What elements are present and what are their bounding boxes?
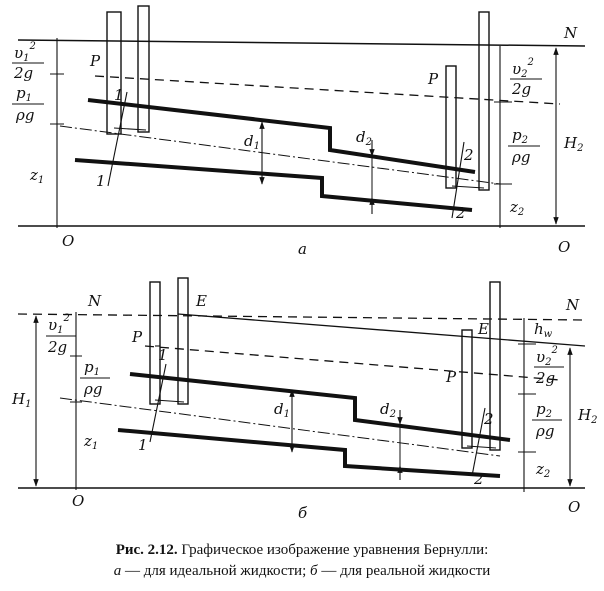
section-label: 2 (463, 146, 474, 164)
tube-label: P (427, 70, 439, 88)
origin-label: O (568, 498, 580, 516)
section-label: 1 (96, 172, 106, 190)
H2-label: H2 (563, 134, 583, 154)
left-tube-outer-bottom (149, 281, 161, 405)
d2-label: d2 (356, 128, 372, 148)
p1-label: p1 (84, 358, 100, 378)
p2-label: p2 (536, 400, 552, 420)
v1-squared-label: υ12 (48, 313, 70, 336)
caption-title: Графическое изображение уравнения Бернул… (177, 542, 489, 558)
right-tube-outer-bottom (461, 329, 473, 449)
right-tube-inner-bottom (489, 281, 501, 451)
energy-label: E (195, 292, 207, 310)
energy-label: E (477, 320, 489, 338)
pipe-upper-wall-top (87, 98, 476, 174)
plane-label: N (87, 292, 102, 310)
v2-squared-label: υ22 (512, 57, 534, 80)
v1-den: 2g (13, 64, 33, 82)
caption-line-1: Рис. 2.12. Графическое изображение уравн… (0, 540, 604, 561)
z1-label: z1 (29, 166, 44, 186)
caption-b-text: — для реальной жидкости (317, 563, 491, 579)
plane-label: N (563, 24, 578, 42)
panel-top-labels: N P P 1 1 2 2 O O а d1 d2 υ12 2g p1 ρg z… (12, 24, 583, 258)
tube-label: P (445, 368, 457, 386)
section-label: 1 (138, 436, 148, 454)
pipe-upper-wall-bottom (129, 372, 511, 442)
figure-caption: Рис. 2.12. Графическое изображение уравн… (0, 540, 604, 582)
section-label: 1 (114, 86, 124, 104)
left-tube-outer-top (106, 11, 122, 135)
section-2-line-top (451, 141, 465, 219)
tube-label: P (89, 52, 101, 70)
panel-label: а (298, 240, 307, 258)
origin-label: O (72, 492, 84, 510)
section-label: 1 (158, 346, 168, 364)
panel-label: б (298, 504, 308, 522)
plane-label: N (565, 296, 580, 314)
section-2-line-bottom (471, 407, 486, 477)
right-tube-inner-top (478, 11, 490, 191)
piezometric-line-bottom (144, 345, 561, 381)
p2-label: p2 (512, 126, 528, 146)
panel-bottom-labels: N N E E P P 1 1 2 2 O O б d1 d2 H1 υ12 2… (11, 292, 597, 522)
caption-a-text: — для идеальной жидкости; (121, 563, 311, 579)
H1-label: H1 (11, 390, 31, 410)
H2-label: H2 (577, 406, 597, 426)
pipe-axis-top (59, 125, 501, 185)
hw-label: hw (534, 320, 553, 340)
p1-den: ρg (15, 106, 34, 124)
caption-b-label: б (310, 563, 318, 579)
caption-a-label: а (113, 563, 122, 579)
caption-line-2: а — для идеальной жидкости; б — для реал… (0, 561, 604, 582)
d1-label: d1 (274, 400, 290, 420)
z1-label: z1 (83, 432, 98, 452)
pipe-lower-wall-top (74, 158, 473, 212)
v2-squared-label: υ22 (536, 345, 558, 368)
p2-den: ρg (535, 422, 554, 440)
v2-den: 2g (535, 369, 555, 387)
pipe-lower-wall-bottom (117, 428, 501, 478)
p1-label: p1 (16, 84, 32, 104)
v1-squared-label: υ12 (14, 41, 36, 64)
piezometric-line-top (94, 75, 561, 105)
origin-label: O (558, 238, 570, 256)
section-label: 2 (483, 410, 494, 428)
v2-den: 2g (511, 80, 531, 98)
section-1-line-bottom (149, 363, 167, 443)
panel-top (17, 5, 586, 228)
panel-bottom (17, 277, 586, 492)
section-label: 2 (455, 204, 466, 222)
section-1-line-top (107, 91, 128, 187)
z2-label: z2 (535, 460, 550, 480)
plane-N-top (17, 39, 586, 47)
p2-den: ρg (511, 148, 530, 166)
energy-line-bottom (177, 313, 586, 347)
section-label: 2 (473, 470, 484, 488)
pipe-axis-bottom (59, 397, 501, 457)
z2-label: z2 (509, 198, 524, 218)
caption-lead: Рис. 2.12. (115, 542, 178, 558)
v1-den: 2g (47, 338, 67, 356)
tube-label: P (131, 328, 143, 346)
origin-label: O (62, 232, 74, 250)
p1-den: ρg (83, 380, 102, 398)
d2-label: d2 (380, 400, 396, 420)
d1-label: d1 (244, 132, 260, 152)
left-tube-inner-bottom (177, 277, 189, 405)
right-tube-outer-top (445, 65, 457, 189)
left-tube-inner-top (137, 5, 150, 133)
